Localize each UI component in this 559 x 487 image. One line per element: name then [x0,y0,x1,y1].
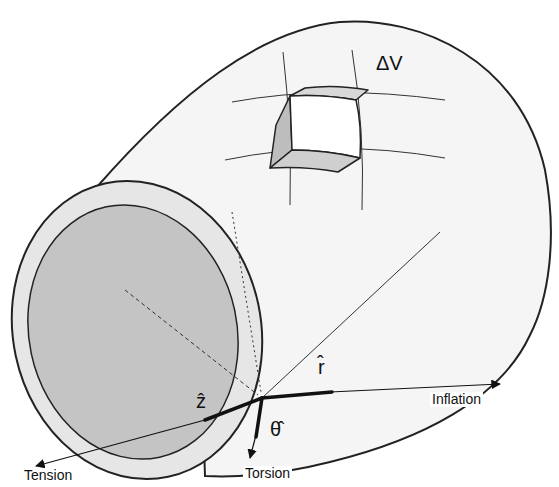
load-arrows [36,384,500,466]
grid-lines [225,50,445,210]
axis-label: ẑ [196,390,206,412]
unit-vectors [205,392,332,437]
dotted-line [232,212,261,392]
axis-label: r̂ [318,356,325,378]
axis-line [125,290,258,395]
axis-label: θ̂ [270,418,281,440]
load-label: Inflation [430,392,483,407]
tube-bore [5,185,262,479]
volume-label: ΔV [376,52,403,74]
load-label: Torsion [243,466,292,481]
load-label: Tension [22,468,74,483]
volume-element [270,86,368,172]
tube-end [0,157,289,487]
guide-line [262,232,440,398]
